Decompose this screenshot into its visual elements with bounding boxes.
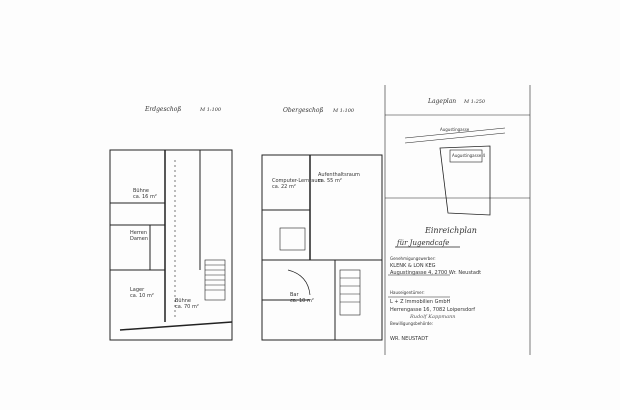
room-buehne-area: ca. 70 m² [175, 304, 199, 310]
applicant-label: Genehmigungswerber: [390, 256, 436, 261]
parcel-outline [439, 145, 491, 216]
lageplan-title: Lageplan [428, 98, 457, 105]
room-aufenthalt: Aufenthaltsraum [318, 172, 360, 178]
room-lager: Lager [130, 287, 145, 293]
room-computer: Computer-Lernraum [272, 178, 323, 184]
room-aufenthalt-area: ca. 55 m² [318, 178, 342, 184]
room-buehne-small: Bühne [133, 188, 150, 194]
submission-title: Einreichplan [425, 226, 477, 235]
room-bar: Bar [290, 292, 299, 298]
room-wc-sub: Damen [130, 236, 149, 242]
street-label: Augustingasse [440, 127, 470, 132]
owner-address: Herrengasse 16, 7082 Loipersdorf [390, 307, 476, 313]
lageplan-scale: M 1:250 [464, 99, 486, 105]
ground-floor-title: Erdgeschoß [145, 106, 182, 113]
city-label: WR. NEUSTADT [390, 336, 429, 342]
room-lager-area: ca. 10 m² [130, 293, 154, 299]
ground-floor-scale: M 1:100 [200, 107, 222, 113]
signature: Rudolf Kappmann [410, 314, 456, 320]
upper-floor-title: Obergeschoß [283, 107, 324, 114]
upper-floor-scale: M 1:100 [333, 108, 355, 114]
owner-label: Hauseigentümer: [390, 290, 425, 295]
upper-floor-outline [261, 154, 383, 341]
room-buehne: Bühne [175, 298, 192, 304]
inspector-label: Bewilligungsbehörde: [390, 321, 434, 326]
room-bar-area: ca. 10 m² [290, 298, 314, 304]
room-buehne-small-area: ca. 16 m² [133, 194, 157, 200]
parcel-label: Augustingasse 4 [452, 153, 486, 158]
room-computer-area: ca. 22 m² [272, 184, 296, 190]
room-wc: Herren [130, 230, 147, 236]
applicant-address: Augustingasse 4, 2700 Wr. Neustadt [390, 270, 482, 276]
owner-name: L + Z Immobilien GmbH [390, 299, 451, 305]
applicant-name: KLENK & LON KEG [390, 263, 436, 269]
ground-floor-outline [109, 149, 233, 341]
submission-purpose: für Jugendcafe [397, 239, 450, 247]
